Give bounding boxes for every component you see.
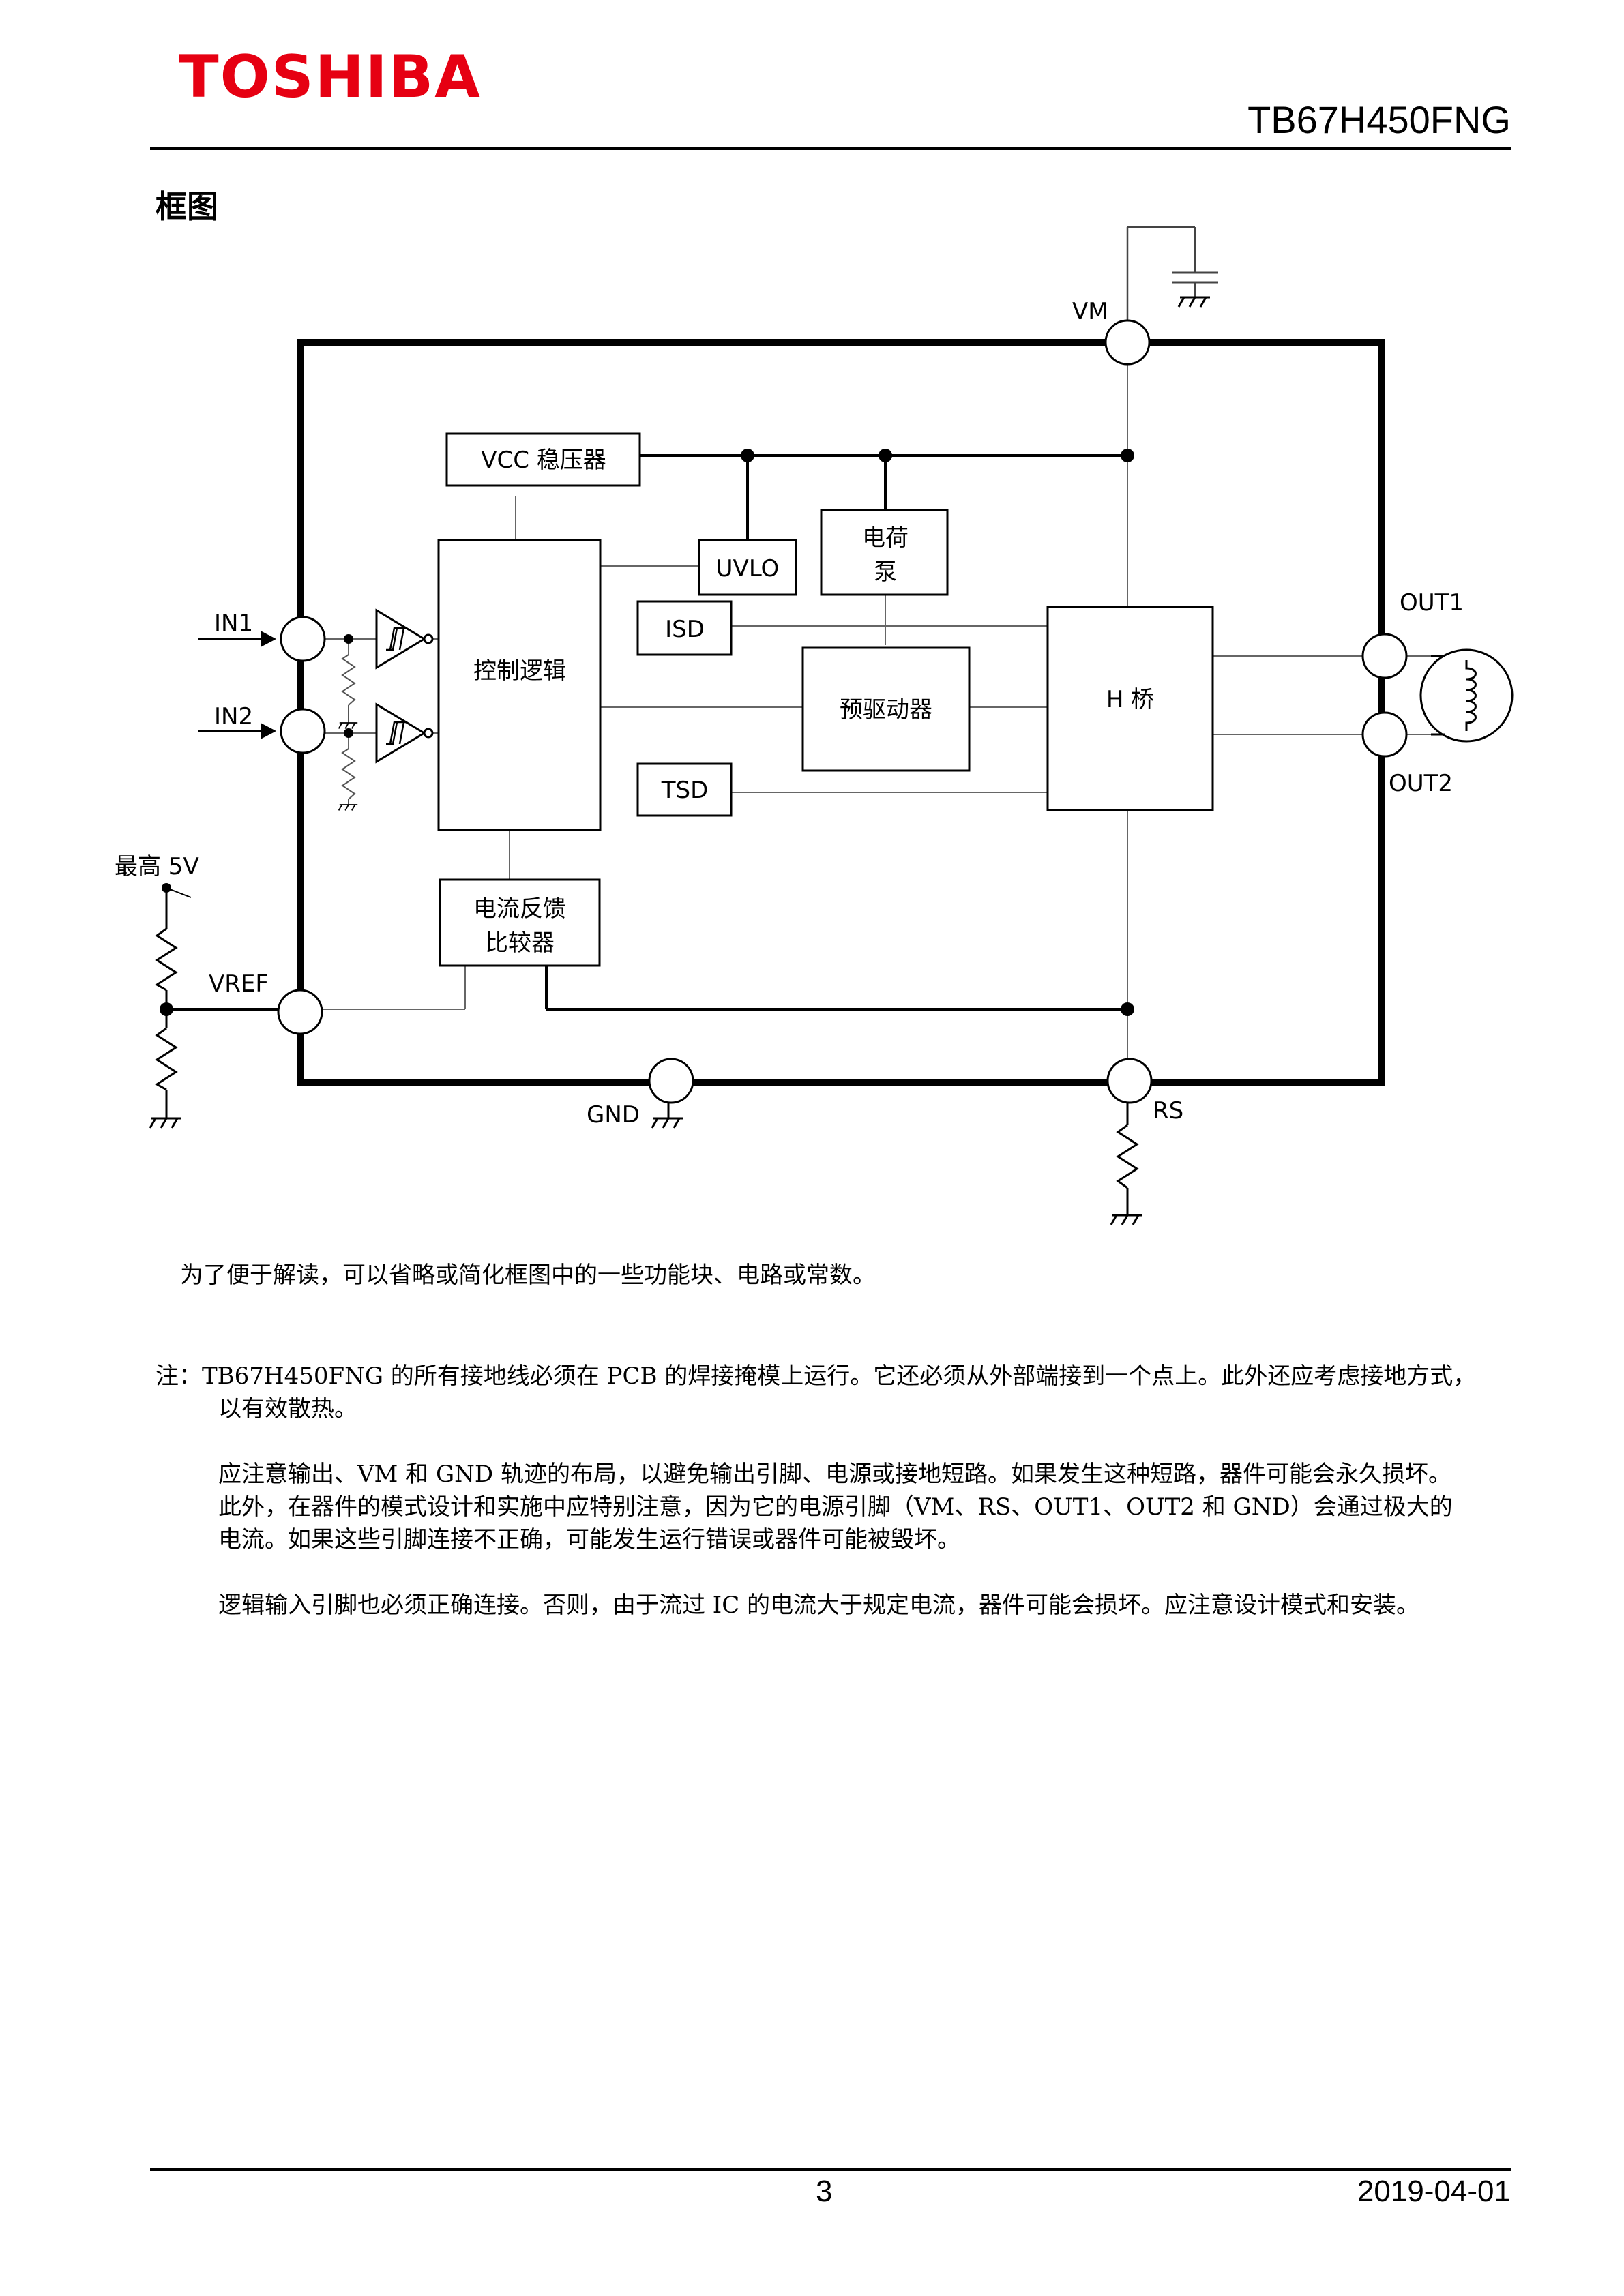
pre-driver-block <box>801 646 971 772</box>
note-3-line-1: 逻辑输入引脚也必须正确连接。否则，由于流过 IC 的电流大于规定电流，器件可能会… <box>218 1592 1420 1619</box>
out2-label: OUT2 <box>1389 770 1453 797</box>
vref-label: VREF <box>209 970 269 998</box>
uvlo-block <box>698 539 797 596</box>
note-2-line-2: 此外，在器件的模式设计和实施中应特别注意，因为它的电源引脚（VM、RS、OUT1… <box>218 1493 1453 1521</box>
pin-gnd <box>648 1058 694 1104</box>
isd-label: ISD <box>665 616 705 643</box>
isd-block <box>636 600 733 656</box>
charge-pump-block <box>820 509 949 596</box>
junction-dot <box>879 449 892 462</box>
junction-dot <box>344 728 353 738</box>
max-5v-label: 最高 5V <box>115 853 199 880</box>
charge-pump-label-1: 电荷 <box>862 524 909 552</box>
h-bridge-block <box>1046 606 1214 811</box>
part-number: TB67H450FNG <box>1247 98 1511 141</box>
block-diagram: VCC 稳压器 控制逻辑 UVLO 电荷 泵 ISD 预驱动器 H 桥 TSD … <box>115 226 1514 1226</box>
pin-out2 <box>1361 711 1408 758</box>
diagram-caption: 为了便于解读，可以省略或简化框图中的一些功能块、电路或常数。 <box>180 1262 876 1289</box>
current-comparator-block <box>439 878 601 967</box>
pin-out1 <box>1361 633 1408 679</box>
junction-dot <box>1121 1002 1134 1016</box>
pin-vref <box>277 989 323 1035</box>
motor-coil-icon <box>1465 660 1477 731</box>
uvlo-label: UVLO <box>716 555 780 582</box>
footer-rule <box>150 2168 1511 2171</box>
note-2-line-1: 应注意输出、VM 和 GND 轨迹的布局，以避免输出引脚、电源或接地短路。如果发… <box>218 1461 1451 1488</box>
tsd-label: TSD <box>661 777 709 804</box>
control-logic-label: 控制逻辑 <box>473 657 566 685</box>
vm-label: VM <box>1072 298 1108 325</box>
in2-schmitt-buffer <box>375 702 434 764</box>
note-1-line-1: 注：TB67H450FNG 的所有接地线必须在 PCB 的焊接掩模上运行。它还必… <box>156 1362 1477 1390</box>
tsd-block <box>636 762 733 817</box>
in2-pulldown-resistor <box>341 748 356 800</box>
charge-pump-label-2: 泵 <box>874 558 897 586</box>
pin-vm <box>1104 319 1151 366</box>
junction-dot <box>1121 449 1134 462</box>
note-2-line-3: 电流。如果这些引脚连接不正确，可能发生运行错误或器件可能被毁坏。 <box>218 1526 960 1553</box>
vcc-regulator-label: VCC 稳压器 <box>481 447 606 474</box>
comparator-label-1: 电流反馈 <box>473 895 566 923</box>
h-bridge-label: H 桥 <box>1106 686 1154 713</box>
pin-in2 <box>280 708 326 754</box>
comparator-label-2: 比较器 <box>485 929 555 957</box>
note-1-line-2: 以有效散热。 <box>218 1395 357 1422</box>
page-number: 3 <box>816 2175 833 2208</box>
gnd-label: GND <box>587 1101 640 1129</box>
rs-label: RS <box>1153 1097 1183 1124</box>
junction-dot <box>741 449 754 462</box>
vref-divider-resistor-bottom <box>155 1027 178 1091</box>
header-rule <box>150 147 1511 150</box>
in1-schmitt-buffer <box>375 608 434 670</box>
pin-rs <box>1106 1058 1153 1104</box>
vcc-regulator-block <box>445 432 641 487</box>
section-title: 框图 <box>156 188 218 225</box>
footer-date: 2019-04-01 <box>1357 2175 1511 2208</box>
in1-pulldown-resistor <box>341 654 356 706</box>
vref-divider-resistor-top <box>155 927 178 992</box>
in2-label: IN2 <box>214 703 253 730</box>
junction-dot <box>344 634 353 644</box>
toshiba-logo: TOSHIBA <box>179 43 482 111</box>
out1-label: OUT1 <box>1400 589 1464 616</box>
pre-driver-label: 预驱动器 <box>840 696 932 724</box>
rs-sense-resistor <box>1116 1124 1139 1189</box>
motor <box>1419 648 1514 743</box>
pin-in1 <box>280 616 326 662</box>
in1-label: IN1 <box>214 610 253 637</box>
control-logic-block <box>437 539 602 831</box>
